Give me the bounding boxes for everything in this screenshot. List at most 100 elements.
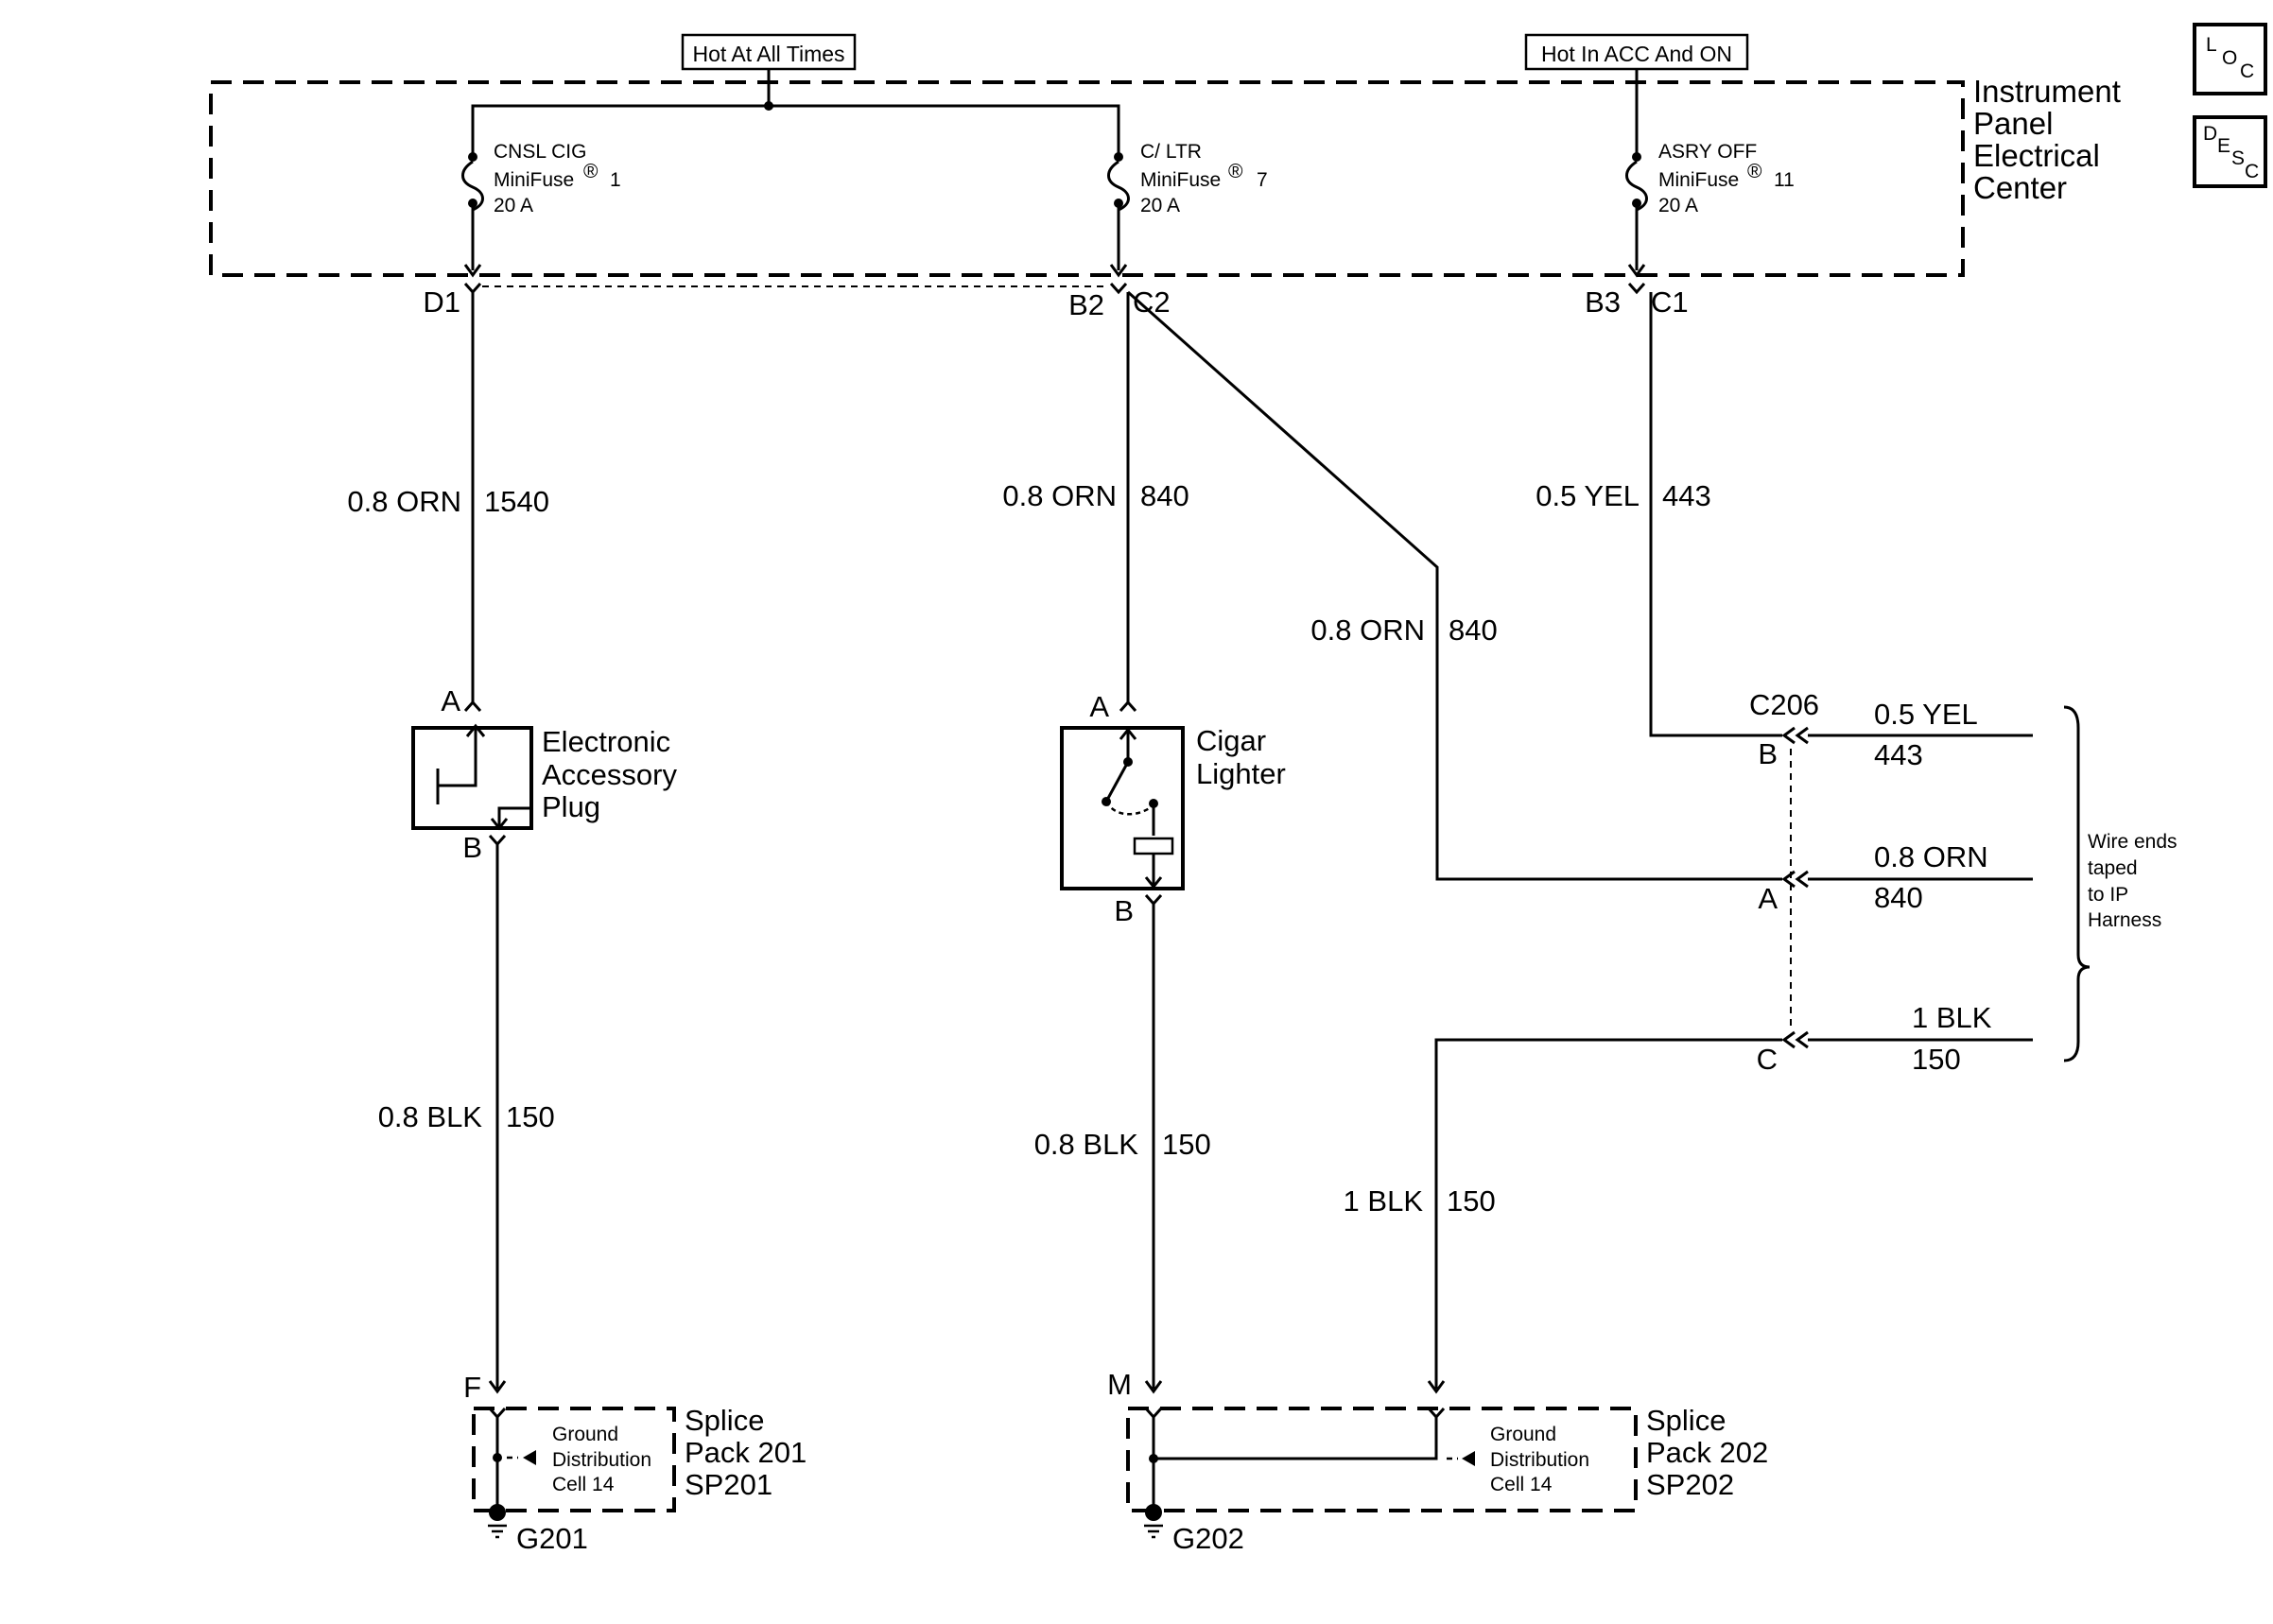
wire-443: [1649, 292, 1782, 737]
svg-text:®: ®: [1747, 161, 1762, 182]
svg-text:Cell 14: Cell 14: [1490, 1474, 1553, 1495]
svg-text:C/ LTR: C/ LTR: [1140, 141, 1202, 163]
svg-text:Ground: Ground: [1490, 1424, 1556, 1445]
svg-text:150: 150: [506, 1100, 555, 1133]
svg-text:1: 1: [610, 169, 621, 191]
svg-text:A: A: [1089, 690, 1109, 723]
svg-text:Pack 202: Pack 202: [1646, 1436, 1768, 1469]
svg-text:Splice: Splice: [685, 1404, 764, 1437]
svg-text:MiniFuse: MiniFuse: [1140, 169, 1221, 191]
svg-text:150: 150: [1912, 1043, 1961, 1076]
svg-text:1540: 1540: [484, 485, 549, 518]
svg-text:G202: G202: [1172, 1522, 1244, 1555]
svg-text:Plug: Plug: [542, 790, 600, 823]
svg-text:11: 11: [1774, 169, 1795, 191]
svg-text:1 BLK: 1 BLK: [1344, 1184, 1424, 1218]
svg-text:B: B: [1114, 894, 1134, 927]
svg-text:C1: C1: [1651, 285, 1689, 319]
svg-text:®: ®: [1228, 161, 1243, 182]
svg-text:SP202: SP202: [1646, 1468, 1734, 1501]
ipec-title: Instrument Panel Electrical Center: [1973, 74, 2121, 205]
svg-text:C: C: [1757, 1043, 1778, 1076]
hot-in-acc-on-label: Hot In ACC And ON: [1524, 33, 1749, 71]
svg-text:0.8 ORN: 0.8 ORN: [1310, 613, 1425, 647]
svg-text:B2: B2: [1068, 288, 1104, 321]
svg-text:Harness: Harness: [2088, 909, 2161, 931]
svg-text:840: 840: [1449, 613, 1498, 647]
svg-text:150: 150: [1162, 1128, 1211, 1161]
svg-text:B: B: [1758, 737, 1778, 770]
svg-text:Distribution: Distribution: [552, 1449, 651, 1471]
splice-pack-201: Ground Distribution Cell 14 Splice Pack …: [472, 1404, 807, 1555]
ipec-boundary: [209, 80, 1965, 277]
cigar-lighter: Cigar Lighter: [1060, 724, 1286, 890]
svg-text:taped: taped: [2088, 857, 2138, 879]
fuse-c-ltr: C/ LTR MiniFuse ® 7 20 A: [1107, 141, 1268, 270]
svg-text:Instrument: Instrument: [1973, 74, 2121, 109]
connector-c206: C206 B 0.5 YEL 443 A 0.8 ORN 840 C 1 BLK…: [1749, 688, 2178, 1076]
desc-icon[interactable]: D E S C: [2193, 115, 2267, 188]
svg-text:to IP: to IP: [2088, 884, 2128, 906]
svg-text:A: A: [441, 684, 460, 717]
wire-840-b: [1127, 290, 1782, 881]
svg-text:20 A: 20 A: [494, 195, 533, 216]
svg-text:Pack 201: Pack 201: [685, 1436, 807, 1469]
svg-text:0.8 ORN: 0.8 ORN: [1002, 479, 1117, 512]
svg-text:0.5 YEL: 0.5 YEL: [1536, 479, 1640, 512]
svg-text:Hot In ACC And ON: Hot In ACC And ON: [1541, 42, 1732, 66]
svg-text:0.8 ORN: 0.8 ORN: [1874, 840, 1988, 873]
svg-text:150: 150: [1447, 1184, 1496, 1218]
svg-text:A: A: [1758, 882, 1778, 915]
svg-text:840: 840: [1874, 881, 1923, 914]
svg-text:C: C: [2245, 161, 2259, 182]
svg-text:ASRY OFF: ASRY OFF: [1658, 141, 1757, 163]
svg-text:SP201: SP201: [685, 1468, 772, 1501]
svg-text:1 BLK: 1 BLK: [1912, 1001, 1992, 1034]
svg-text:Hot At All Times: Hot At All Times: [692, 42, 844, 66]
svg-text:20 A: 20 A: [1658, 195, 1698, 216]
svg-text:B: B: [462, 831, 482, 864]
svg-text:0.8 BLK: 0.8 BLK: [378, 1100, 483, 1133]
svg-text:®: ®: [583, 161, 599, 182]
svg-text:Center: Center: [1973, 170, 2067, 205]
svg-text:Lighter: Lighter: [1196, 757, 1286, 790]
electronic-accessory-plug: Electronic Accessory Plug: [411, 723, 677, 831]
svg-text:0.5 YEL: 0.5 YEL: [1874, 698, 1978, 731]
svg-text:Wire ends: Wire ends: [2088, 831, 2178, 853]
ipec-connector-terminals: D1 B2 C2 B3 C1: [423, 264, 1689, 321]
svg-text:840: 840: [1140, 479, 1189, 512]
svg-text:F: F: [463, 1371, 481, 1404]
svg-text:S: S: [2231, 147, 2245, 169]
svg-text:C: C: [2240, 60, 2254, 82]
svg-text:MiniFuse: MiniFuse: [1658, 169, 1739, 191]
svg-text:20 A: 20 A: [1140, 195, 1180, 216]
svg-text:Splice: Splice: [1646, 1404, 1726, 1437]
svg-text:Electronic: Electronic: [542, 725, 670, 758]
svg-text:G201: G201: [516, 1522, 588, 1555]
svg-text:L: L: [2206, 34, 2217, 56]
battery-bus: [471, 104, 1120, 156]
svg-text:Electrical: Electrical: [1973, 138, 2100, 173]
svg-text:D: D: [2203, 123, 2217, 145]
svg-text:O: O: [2222, 47, 2237, 69]
svg-text:D1: D1: [423, 285, 460, 319]
splice-pack-202: Ground Distribution Cell 14 Splice Pack …: [1126, 1404, 1768, 1555]
svg-text:0.8 BLK: 0.8 BLK: [1034, 1128, 1139, 1161]
svg-text:Ground: Ground: [552, 1424, 618, 1445]
fuse-asry-off: ASRY OFF MiniFuse ® 11 20 A: [1625, 141, 1795, 270]
svg-text:Accessory: Accessory: [542, 758, 677, 791]
svg-text:E: E: [2217, 135, 2230, 157]
svg-text:C206: C206: [1749, 688, 1819, 721]
hot-at-all-times-label: Hot At All Times: [681, 33, 857, 71]
fuse-cnsl-cig: CNSL CIG MiniFuse ® 1 20 A: [461, 141, 621, 270]
svg-text:443: 443: [1662, 479, 1711, 512]
svg-text:MiniFuse: MiniFuse: [494, 169, 574, 191]
svg-text:Distribution: Distribution: [1490, 1449, 1589, 1471]
svg-text:Cell 14: Cell 14: [552, 1474, 615, 1495]
svg-text:443: 443: [1874, 738, 1923, 771]
svg-text:0.8 ORN: 0.8 ORN: [347, 485, 461, 518]
svg-text:CNSL CIG: CNSL CIG: [494, 141, 586, 163]
svg-text:B3: B3: [1585, 285, 1621, 319]
loc-icon[interactable]: L O C: [2193, 23, 2267, 95]
